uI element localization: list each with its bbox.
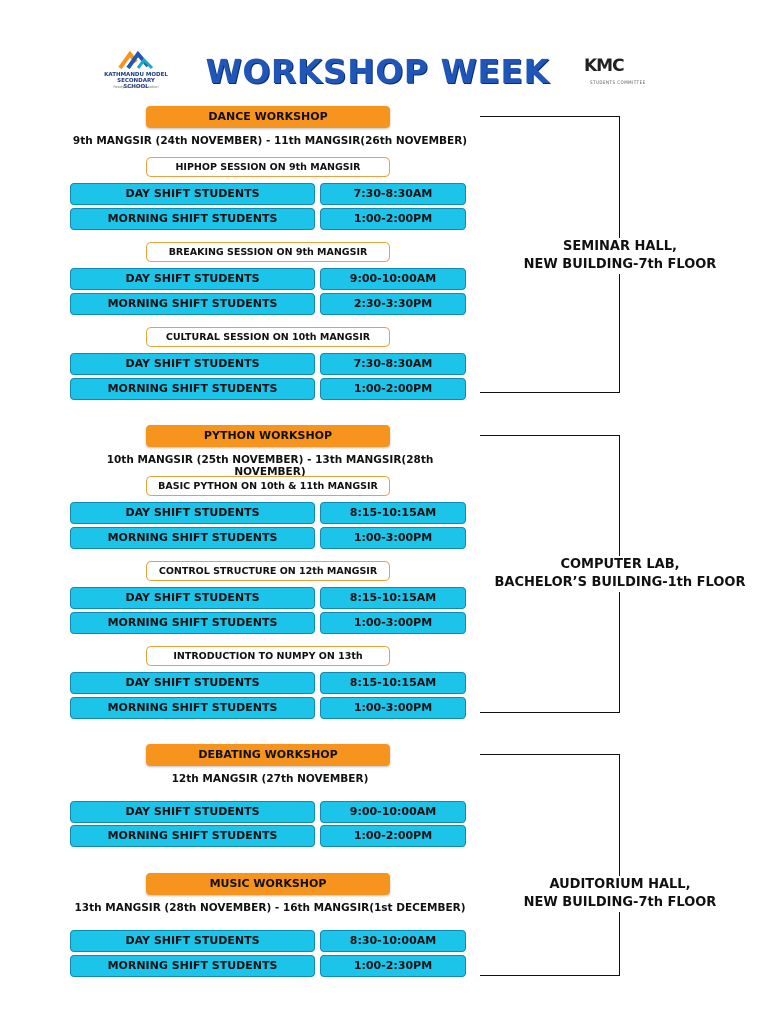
day-shift-time: 9:00-10:00AM [320, 268, 466, 290]
workshop-title: DEBATING WORKSHOP [146, 744, 390, 766]
morning-shift-label: MORNING SHIFT STUDENTS [70, 208, 315, 230]
morning-shift-time: 1:00-3:00PM [320, 612, 466, 634]
day-shift-time: 7:30-8:30AM [320, 183, 466, 205]
morning-shift-label: MORNING SHIFT STUDENTS [70, 697, 315, 719]
committee-logo: KMC STUDENTS COMMITTEE [584, 56, 664, 90]
session-title: CONTROL STRUCTURE ON 12th MANGSIR [146, 561, 390, 581]
day-shift-time: 8:15-10:15AM [320, 672, 466, 694]
venue-location: NEW BUILDING-7th FLOOR [523, 257, 717, 272]
committee-logo-sub: STUDENTS COMMITTEE [590, 80, 646, 85]
workshop-date: 13th MANGSIR (28th NOVEMBER) - 16th MANG… [74, 902, 466, 914]
day-shift-label: DAY SHIFT STUDENTS [70, 801, 315, 823]
school-logo-tagline: Ready to serve the nation [113, 85, 159, 89]
morning-shift-time: 1:00-2:00PM [320, 825, 466, 847]
day-shift-time: 8:15-10:15AM [320, 502, 466, 524]
day-shift-label: DAY SHIFT STUDENTS [70, 502, 315, 524]
venue-label: AUDITORIUM HALL, NEW BUILDING-7th FLOOR [480, 876, 760, 912]
venue-bracket [480, 754, 620, 976]
workshop-date: 10th MANGSIR (25th NOVEMBER) - 13th MANG… [106, 454, 434, 478]
day-shift-time: 8:30-10:00AM [320, 930, 466, 952]
session-title: CULTURAL SESSION ON 10th MANGSIR [146, 327, 390, 347]
day-shift-label: DAY SHIFT STUDENTS [70, 183, 315, 205]
venue-location: NEW BUILDING-7th FLOOR [523, 895, 717, 910]
day-shift-label: DAY SHIFT STUDENTS [70, 353, 315, 375]
morning-shift-time: 1:00-2:00PM [320, 208, 466, 230]
venue-name: SEMINAR HALL, [563, 239, 677, 254]
session-title: HIPHOP SESSION ON 9th MANGSIR [146, 157, 390, 177]
venue-name: COMPUTER LAB, [560, 557, 680, 572]
session-title: INTRODUCTION TO NUMPY ON 13th MANGSIR [146, 646, 390, 682]
session-title: BREAKING SESSION ON 9th MANGSIR [146, 242, 390, 262]
morning-shift-label: MORNING SHIFT STUDENTS [70, 825, 315, 847]
morning-shift-label: MORNING SHIFT STUDENTS [70, 612, 315, 634]
morning-shift-label: MORNING SHIFT STUDENTS [70, 378, 315, 400]
school-logo: KATHMANDU MODEL SECONDARY SCHOOL Ready t… [104, 48, 168, 98]
morning-shift-time: 1:00-2:30PM [320, 955, 466, 977]
committee-logo-text: KMC [584, 56, 625, 76]
session-title: BASIC PYTHON ON 10th & 11th MANGSIR [146, 476, 390, 496]
day-shift-time: 8:15-10:15AM [320, 587, 466, 609]
morning-shift-time: 1:00-3:00PM [320, 697, 466, 719]
morning-shift-time: 2:30-3:30PM [320, 293, 466, 315]
day-shift-time: 9:00-10:00AM [320, 801, 466, 823]
school-logo-mark [118, 50, 154, 70]
day-shift-label: DAY SHIFT STUDENTS [70, 672, 315, 694]
day-shift-label: DAY SHIFT STUDENTS [70, 268, 315, 290]
workshop-date: 12th MANGSIR (27th NOVEMBER) [171, 773, 369, 785]
workshop-title: DANCE WORKSHOP [146, 106, 390, 128]
page-title: WORKSHOP WEEK [205, 52, 550, 91]
venue-location: BACHELOR’S BUILDING-1th FLOOR [494, 575, 746, 590]
venue-label: SEMINAR HALL, NEW BUILDING-7th FLOOR [480, 238, 760, 274]
morning-shift-time: 1:00-3:00PM [320, 527, 466, 549]
morning-shift-label: MORNING SHIFT STUDENTS [70, 955, 315, 977]
morning-shift-label: MORNING SHIFT STUDENTS [70, 527, 315, 549]
venue-label: COMPUTER LAB, BACHELOR’S BUILDING-1th FL… [480, 556, 760, 592]
venue-name: AUDITORIUM HALL, [549, 877, 691, 892]
morning-shift-time: 1:00-2:00PM [320, 378, 466, 400]
workshop-title: MUSIC WORKSHOP [146, 873, 390, 895]
day-shift-label: DAY SHIFT STUDENTS [70, 587, 315, 609]
day-shift-label: DAY SHIFT STUDENTS [70, 930, 315, 952]
day-shift-time: 7:30-8:30AM [320, 353, 466, 375]
morning-shift-label: MORNING SHIFT STUDENTS [70, 293, 315, 315]
workshop-date: 9th MANGSIR (24th NOVEMBER) - 11th MANGS… [72, 135, 468, 147]
workshop-title: PYTHON WORKSHOP [146, 425, 390, 447]
school-logo-name: KATHMANDU MODEL SECONDARY SCHOOL [104, 72, 168, 90]
